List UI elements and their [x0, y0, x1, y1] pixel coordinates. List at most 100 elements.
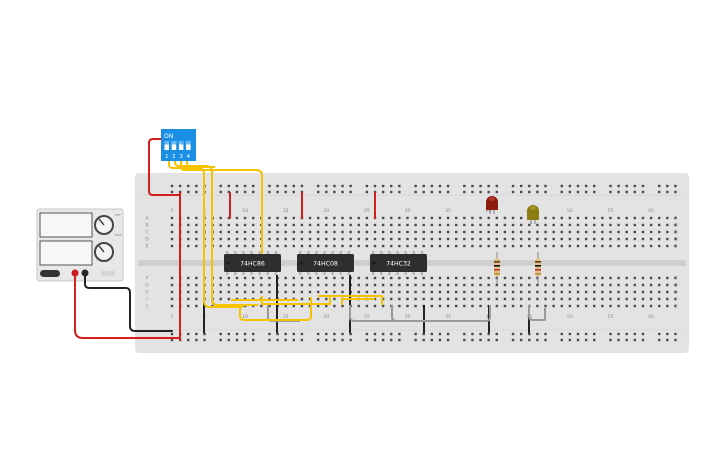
rail-hole[interactable]: [446, 184, 450, 188]
hole[interactable]: [576, 276, 580, 280]
rail-hole[interactable]: [178, 190, 182, 194]
hole[interactable]: [633, 237, 637, 241]
hole[interactable]: [674, 244, 677, 248]
rail-hole[interactable]: [536, 190, 539, 194]
rail-hole[interactable]: [536, 332, 539, 336]
hole[interactable]: [649, 244, 653, 248]
rail-hole[interactable]: [576, 184, 580, 188]
hole[interactable]: [333, 223, 336, 227]
hole[interactable]: [576, 297, 580, 301]
hole[interactable]: [552, 216, 555, 220]
rail-hole[interactable]: [292, 332, 295, 336]
hole[interactable]: [422, 244, 425, 248]
hole[interactable]: [227, 216, 231, 220]
rail-hole[interactable]: [487, 190, 490, 194]
hole[interactable]: [187, 276, 190, 280]
hole[interactable]: [446, 304, 450, 308]
hole[interactable]: [341, 290, 344, 294]
hole[interactable]: [195, 244, 198, 248]
hole[interactable]: [316, 223, 320, 227]
hole[interactable]: [300, 237, 304, 241]
hole[interactable]: [584, 216, 588, 220]
rail-hole[interactable]: [658, 338, 661, 342]
hole[interactable]: [463, 276, 466, 280]
hole[interactable]: [609, 304, 612, 308]
rail-hole[interactable]: [252, 332, 255, 336]
hole[interactable]: [503, 223, 507, 227]
rail-hole[interactable]: [373, 332, 377, 336]
hole[interactable]: [560, 230, 563, 234]
hole[interactable]: [398, 290, 401, 294]
hole[interactable]: [187, 237, 190, 241]
rail-hole[interactable]: [479, 190, 482, 194]
rail-hole[interactable]: [544, 332, 547, 336]
hole[interactable]: [414, 297, 417, 301]
hole[interactable]: [641, 244, 645, 248]
rail-hole[interactable]: [511, 338, 515, 342]
hole[interactable]: [576, 290, 580, 294]
hole[interactable]: [633, 223, 637, 227]
hole[interactable]: [414, 244, 417, 248]
hole[interactable]: [187, 223, 190, 227]
hole[interactable]: [316, 290, 320, 294]
hole[interactable]: [568, 223, 572, 227]
hole[interactable]: [195, 223, 198, 227]
rail-hole[interactable]: [519, 190, 523, 194]
rail-hole[interactable]: [658, 332, 661, 336]
rail-hole[interactable]: [609, 338, 612, 342]
rail-hole[interactable]: [593, 190, 596, 194]
rail-hole[interactable]: [316, 332, 320, 336]
hole[interactable]: [511, 216, 515, 220]
hole[interactable]: [625, 297, 628, 301]
hole[interactable]: [674, 216, 677, 220]
hole[interactable]: [300, 290, 304, 294]
hole[interactable]: [552, 244, 555, 248]
rail-hole[interactable]: [511, 184, 515, 188]
hole[interactable]: [430, 290, 434, 294]
hole[interactable]: [316, 244, 320, 248]
hole[interactable]: [487, 216, 490, 220]
hole[interactable]: [528, 223, 531, 227]
rail-hole[interactable]: [187, 190, 190, 194]
rail-hole[interactable]: [576, 190, 580, 194]
hole[interactable]: [455, 304, 458, 308]
hole[interactable]: [422, 297, 425, 301]
hole[interactable]: [463, 297, 466, 301]
hole[interactable]: [381, 283, 385, 287]
rail-hole[interactable]: [617, 332, 620, 336]
hole[interactable]: [365, 237, 369, 241]
rail-hole[interactable]: [414, 190, 417, 194]
rail-hole[interactable]: [479, 338, 482, 342]
hole[interactable]: [373, 304, 377, 308]
hole[interactable]: [495, 304, 498, 308]
hole[interactable]: [463, 283, 466, 287]
hole[interactable]: [170, 223, 174, 227]
hole[interactable]: [584, 297, 588, 301]
hole[interactable]: [268, 276, 271, 280]
hole[interactable]: [381, 304, 385, 308]
hole[interactable]: [463, 304, 466, 308]
hole[interactable]: [195, 237, 198, 241]
hole[interactable]: [487, 297, 490, 301]
hole[interactable]: [666, 276, 669, 280]
hole[interactable]: [390, 290, 393, 294]
hole[interactable]: [170, 237, 174, 241]
rail-hole[interactable]: [560, 338, 563, 342]
hole[interactable]: [390, 276, 393, 280]
hole[interactable]: [308, 276, 312, 280]
hole[interactable]: [357, 237, 360, 241]
hole[interactable]: [357, 223, 360, 227]
hole[interactable]: [252, 276, 255, 280]
hole[interactable]: [495, 283, 498, 287]
hole[interactable]: [511, 223, 515, 227]
hole[interactable]: [268, 290, 271, 294]
rail-hole[interactable]: [341, 184, 344, 188]
hole[interactable]: [617, 237, 620, 241]
hole[interactable]: [560, 297, 563, 301]
rail-hole[interactable]: [666, 190, 669, 194]
rail-hole[interactable]: [471, 190, 474, 194]
hole[interactable]: [252, 283, 255, 287]
hole[interactable]: [187, 244, 190, 248]
hole[interactable]: [365, 216, 369, 220]
hole[interactable]: [536, 290, 539, 294]
